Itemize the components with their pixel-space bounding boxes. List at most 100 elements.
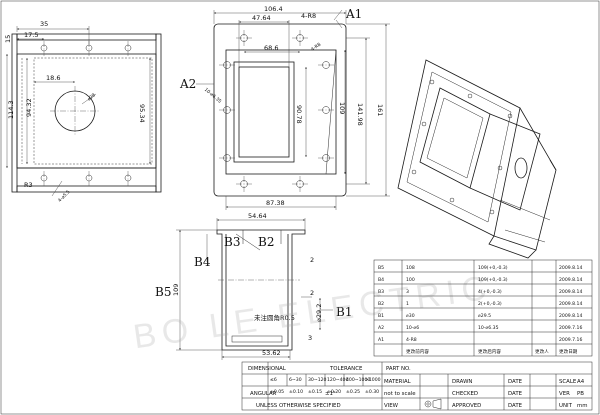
revision-header-sig: 更改人 [535,348,549,355]
rect-opening-inner [238,66,290,158]
tb-ver-val: PB [577,391,584,397]
dim-94-32: 94.32 [25,98,33,117]
tb-material: MATERIAL [384,379,411,385]
tb-dimensional: DIMENSIONAL [248,366,286,372]
dim-141-98: 141.98 [356,103,364,126]
iso-body-right [493,107,557,251]
dim-17-5: 17.5 [24,31,38,39]
tolerance-value: ±0.15 [308,389,322,395]
tolerance-value: ±0.25 [346,389,360,395]
revision-cell-to: 109(+0,-0.3) [478,265,508,271]
label-b5: B5 [155,285,171,299]
revision-cell-from: 108 [406,265,415,271]
revision-cell-from: 100 [406,277,415,283]
tb-unless: UNLESS OTHERWISE SPECIFIED [256,403,341,409]
tolerance-value: ±0.30 [365,389,379,395]
tolerance-value: ±0.05 [270,389,284,395]
revision-cell-from: 4-R8 [406,337,417,343]
tb-scale-val: A4 [577,379,585,385]
dim-2b: 2 [310,289,314,297]
tolerance-range: ≤6 [270,377,277,383]
tb-tolerance: TOLERANCE [329,366,363,372]
label-a2: A2 [179,77,196,91]
iso-round-hole [514,157,528,179]
tb-checked: CHECKED [452,391,478,397]
tb-angular-val: ±1° [325,391,336,397]
tb-unit: UNIT [559,403,573,409]
tolerance-range: 30~120 [308,377,327,383]
front-right-flange [155,33,162,193]
front-view: 35 17.5 15 18.6 ⌀28 114.3 94.32 95.34 R3… [4,20,162,204]
dim-35: 35 [40,20,48,28]
rect-opening-outer [233,61,295,163]
revision-cell-mark: A2 [378,325,384,331]
revision-cell-to: ⌀29.5 [478,313,491,319]
tb-not-to-scale: not to scale [384,391,416,397]
label-b3: B3 [224,235,240,249]
revision-table [373,259,593,357]
revision-cell-to: 4(+0,-0.3) [478,289,502,295]
dim-87-38: 87.38 [266,199,285,207]
dim-106-4: 106.4 [264,5,283,13]
dim-hole-dia: ⌀28 [86,92,97,102]
iso-opening [419,87,491,189]
tb-date-2: DATE [508,391,523,397]
dim-90-78: 90.78 [295,105,303,124]
dim-109: 109 [338,102,346,114]
front-bottom-plate [16,185,157,193]
revision-cell-date: 2009.8.14 [559,301,582,307]
tolerance-value: ±0.10 [289,389,303,395]
revision-header-from: 更改前内容 [406,348,429,355]
iso-flange [397,59,521,237]
revision-cell-from: 1 [406,301,409,307]
revision-cell-mark: A1 [378,337,384,343]
tb-date-3: DATE [508,403,523,409]
top-view: 106.4 47.64 68.6 4-R8 A1 4-R8 A2 10-⌀6.3… [179,5,390,210]
revision-cell-to: 2(+0,-0.3) [478,301,502,307]
dim-4-r8: 4-R8 [310,42,322,53]
watermark: BO LE ELECTRIC [131,268,495,356]
flange-plate [213,23,347,197]
revision-cell-to: 10-⌀6.35 [478,325,499,331]
section-note: 未注圆角R0.5 [254,313,295,322]
dim-53-62: 53.62 [262,349,281,357]
revision-cell-date: 2009.8.14 [559,277,582,283]
tolerance-value: ±0.20 [327,389,341,395]
dim-top-holes: 10-⌀6.35 [203,87,223,105]
dim-3: 3 [308,334,312,342]
title-block: DIMENSIONAL TOLERANCE PART NO. ANGULAR ±… [241,361,593,411]
revision-cell-from: 3 [406,289,409,295]
front-top-plate [16,33,157,41]
revision-cell-date: 2009.8.14 [559,313,582,319]
dim-front-holes: 4-⌀5.5 [57,189,72,204]
revision-cell-mark: B1 [378,313,384,319]
label-b4: B4 [194,255,211,269]
tolerance-range: 6~30 [289,377,302,383]
revision-cell-to: 109(+0,-0.3) [478,277,508,283]
tb-date-1: DATE [508,379,523,385]
dim-29-2: ⌀29.2 [315,304,323,322]
dim-47-64: 47.64 [252,14,271,22]
label-a1: A1 [345,7,362,21]
dim-95-34: 95.34 [138,104,146,123]
isometric-view [397,59,557,259]
revision-cell-mark: B4 [378,277,384,283]
revision-cell-from: ⌀30 [406,313,415,319]
tb-ver: VER [559,391,570,397]
tb-drawn: DRAWN [452,379,472,385]
section-profile-inner [225,234,289,347]
revision-header-date: 更改日期 [559,348,578,355]
front-body [16,53,157,169]
tolerance-range: 400~1000 [346,377,370,383]
tb-angular: ANGULAR [250,391,277,397]
dim-161: 161 [376,104,384,116]
section-profile-outer [216,229,306,351]
revision-cell-mark: B3 [378,289,384,295]
projection-symbol [424,398,442,410]
section-view: 54.64 109 B4 B3 B2 B5 B1 2 2 ⌀29.2 3 未注圆… [155,212,352,360]
